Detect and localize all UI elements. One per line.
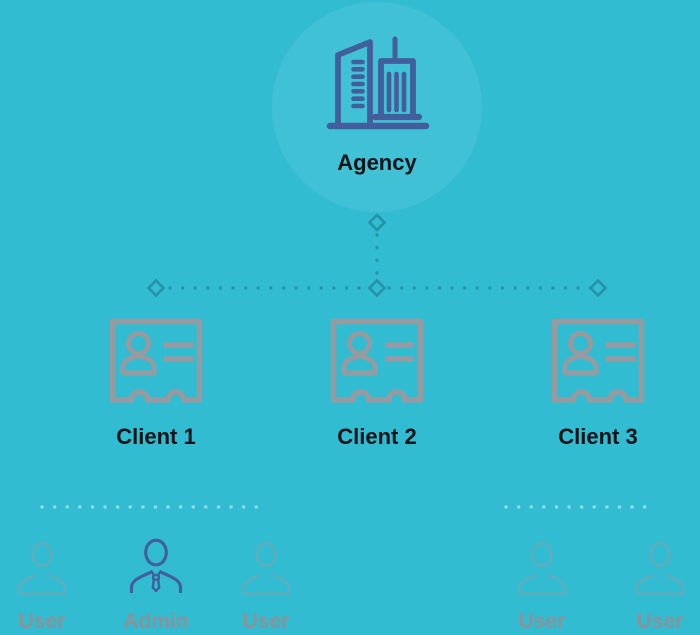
- person-tie-icon: [126, 537, 186, 597]
- junction-diamond: [146, 278, 166, 298]
- id-card-icon: [330, 318, 424, 404]
- person-icon: [515, 541, 569, 597]
- person-icon: [15, 541, 69, 597]
- admin-node[interactable]: Admin: [96, 537, 216, 635]
- admin-label: Admin: [123, 610, 189, 633]
- id-card-icon: [109, 318, 203, 404]
- user-node[interactable]: User: [482, 537, 602, 635]
- user-label: User: [636, 610, 684, 633]
- client-1-node[interactable]: Client 1: [96, 318, 216, 450]
- user-label: User: [242, 610, 290, 633]
- client-2-label: Client 2: [337, 424, 417, 449]
- junction-diamond: [367, 278, 387, 298]
- buildings-icon: [326, 36, 430, 132]
- user-label: User: [518, 610, 566, 633]
- client-1-label: Client 1: [116, 424, 196, 449]
- person-icon: [633, 541, 687, 597]
- junction-diamond: [588, 278, 608, 298]
- client-3-label: Client 3: [558, 424, 638, 449]
- client-3-node[interactable]: Client 3: [538, 318, 658, 450]
- id-card-icon: [551, 318, 645, 404]
- person-icon: [239, 541, 293, 597]
- user-node[interactable]: User: [0, 537, 102, 635]
- user-label: User: [18, 610, 66, 633]
- agency-label: Agency: [337, 150, 417, 175]
- agency-circle: [272, 2, 482, 212]
- user-node[interactable]: User: [600, 537, 700, 635]
- user-node[interactable]: User: [206, 537, 326, 635]
- junction-diamond: [367, 213, 387, 232]
- client-2-node[interactable]: Client 2: [317, 318, 437, 450]
